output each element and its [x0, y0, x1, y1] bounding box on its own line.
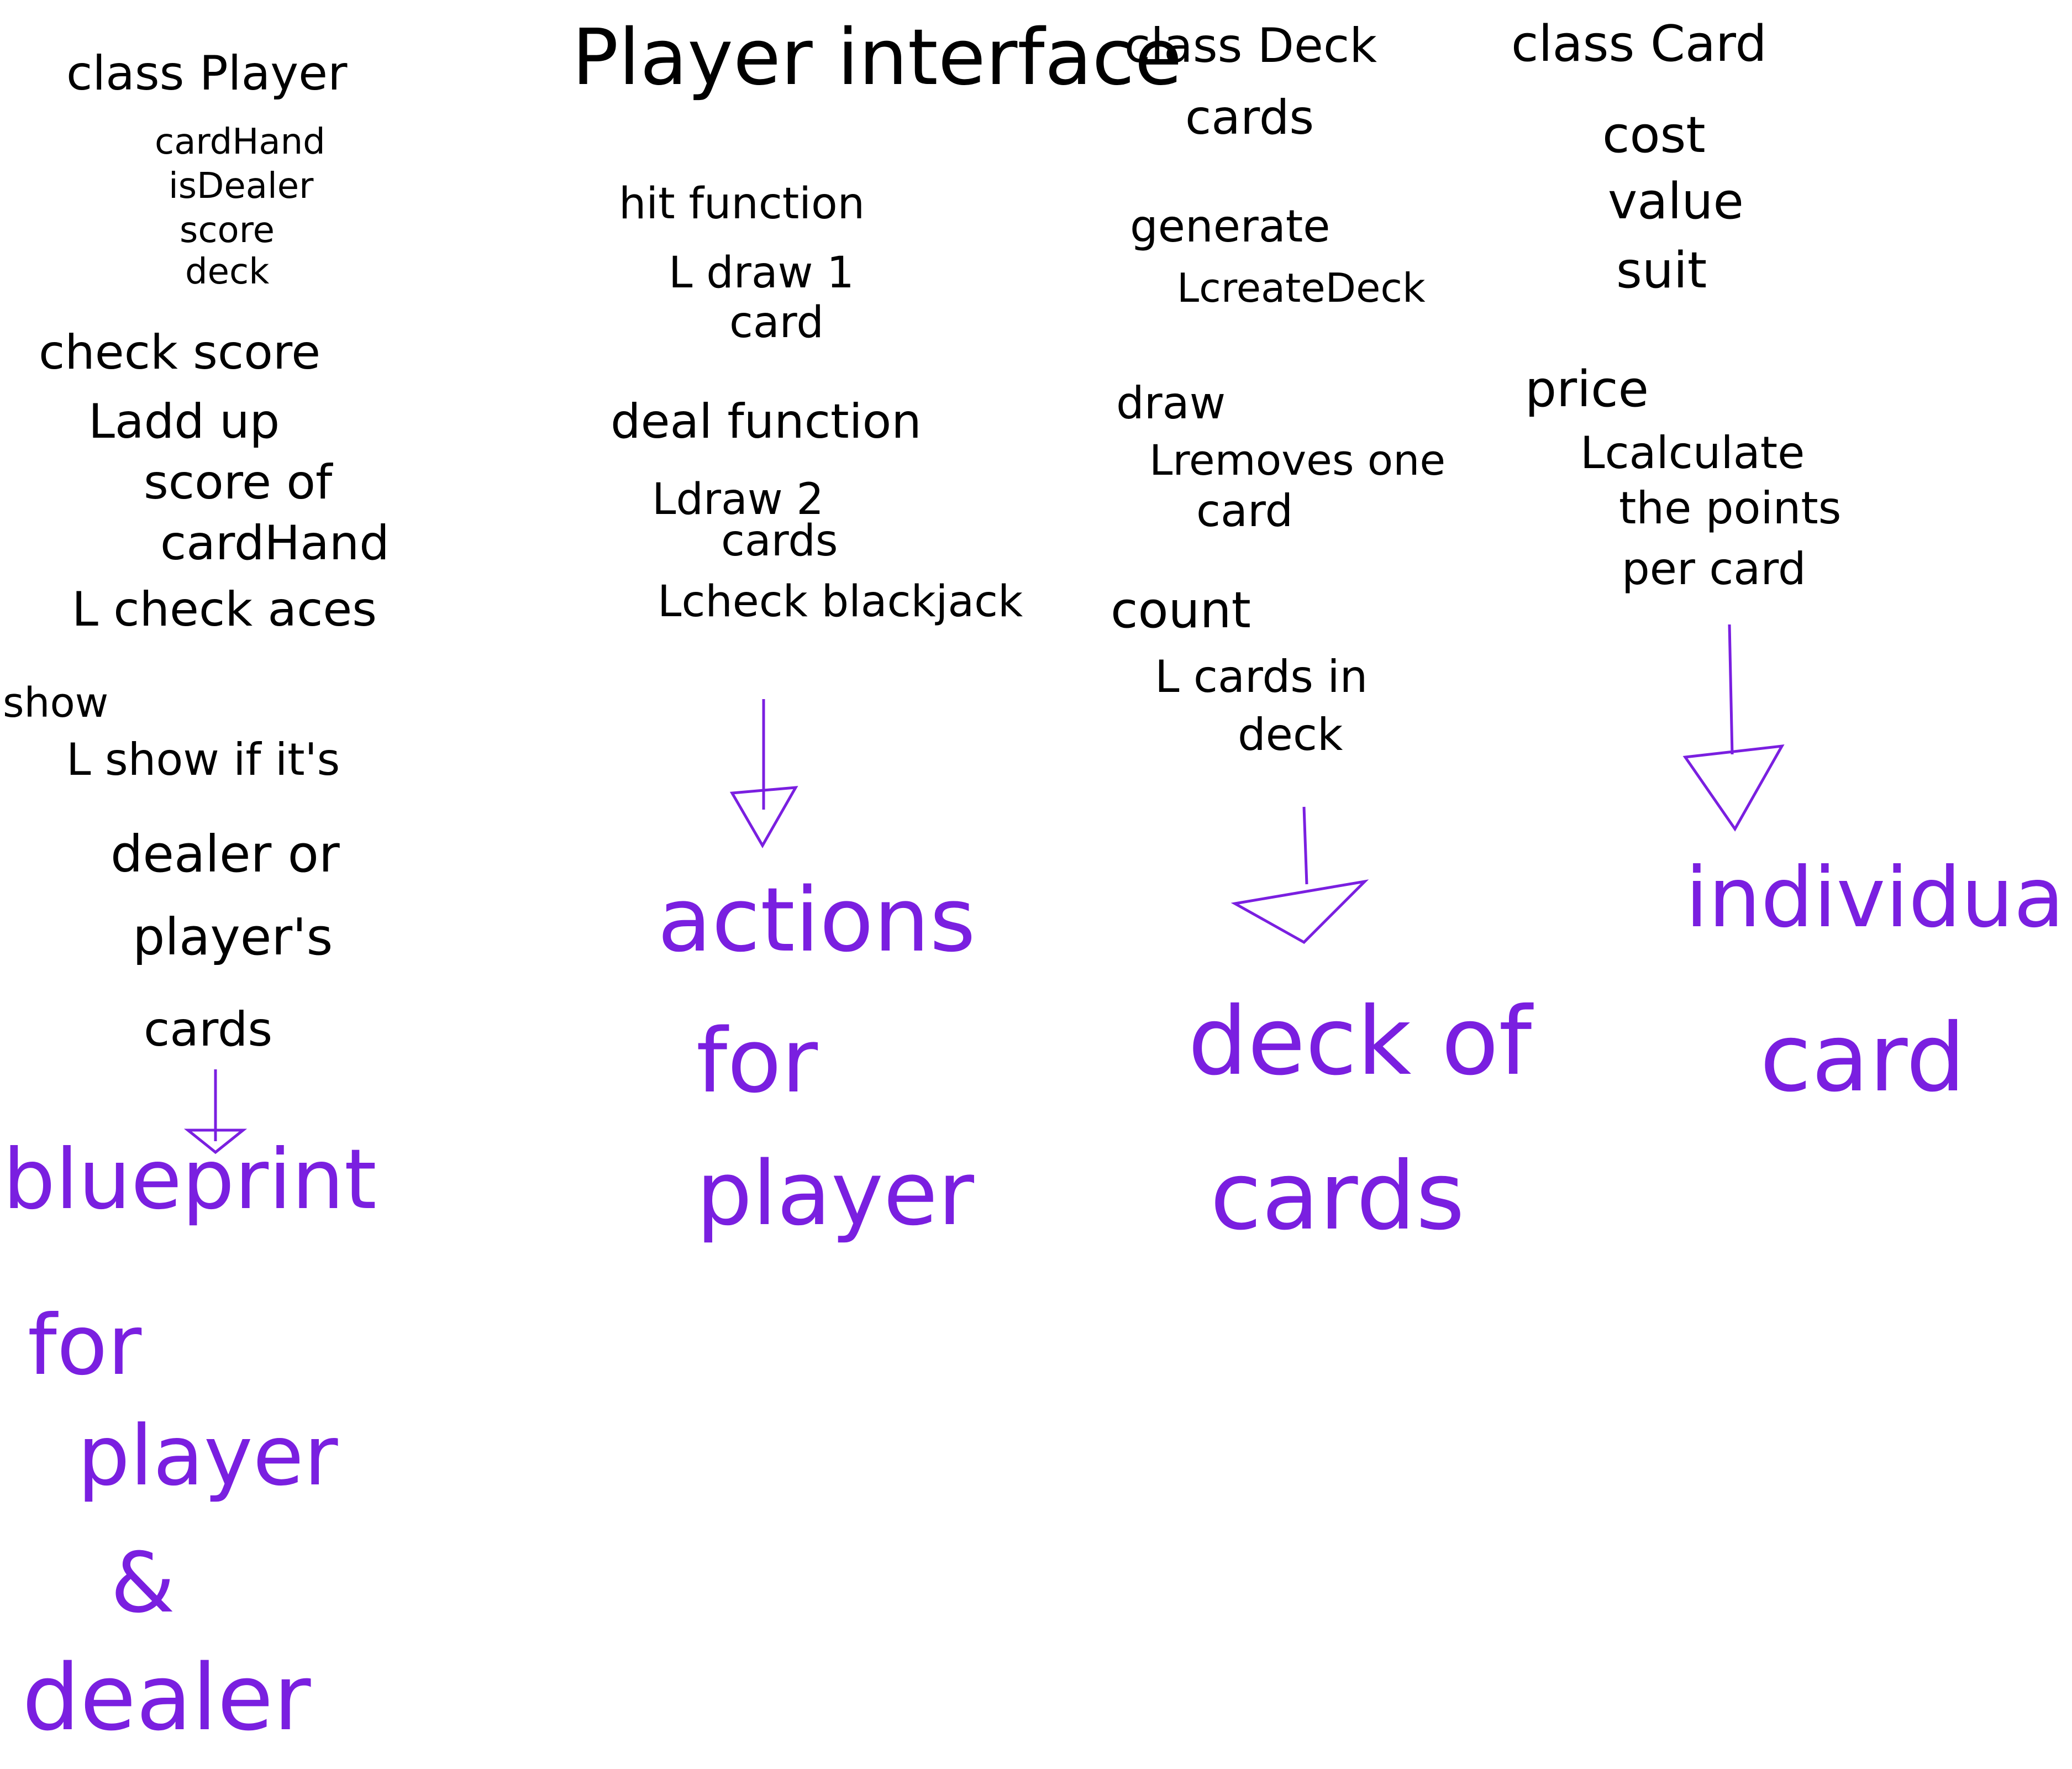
- player-method-check-score: check score: [39, 325, 321, 380]
- player-field-score: score: [180, 210, 275, 251]
- card-price-sub-a: Lcalculate: [1580, 427, 1805, 479]
- deck-count-sub-b: deck: [1238, 709, 1343, 760]
- player-check-sub-cardhand: cardHand: [160, 516, 390, 571]
- card-price-sub-b: the points: [1619, 482, 1842, 534]
- deck-class-title: class Deck: [1124, 18, 1377, 74]
- interface-summary-line1: actions: [658, 868, 976, 972]
- arrow-shaft: [1728, 624, 1734, 755]
- player-summary-line2: for: [28, 1298, 142, 1394]
- card-summary-line2: card: [1760, 1004, 1966, 1113]
- interface-deal-function: deal function: [611, 394, 922, 449]
- player-field-deck: deck: [185, 251, 270, 292]
- arrow-head: [1230, 879, 1369, 944]
- card-summary-arrow: [1682, 624, 1785, 832]
- interface-deal-sub-b: cards: [721, 516, 838, 566]
- deck-field-cards: cards: [1185, 90, 1314, 145]
- player-field-cardhand: cardHand: [155, 122, 325, 162]
- deck-summary-line2: cards: [1210, 1142, 1465, 1251]
- player-method-show: show: [3, 679, 109, 727]
- player-check-sub-score: score of: [144, 455, 333, 510]
- player-summary-arrow: [183, 1069, 248, 1154]
- card-field-value: value: [1608, 172, 1744, 230]
- deck-draw-sub-a: Lremoves one: [1149, 435, 1446, 485]
- card-class-title: class Card: [1511, 15, 1767, 73]
- deck-method-count: count: [1111, 581, 1251, 639]
- interface-deal-sub-c: Lcheck blackjack: [658, 577, 1023, 627]
- card-field-cost: cost: [1602, 106, 1706, 164]
- player-field-isdealer: isDealer: [169, 166, 314, 207]
- interface-title: Player interface: [572, 13, 1182, 103]
- interface-hit-sub-b: card: [729, 298, 824, 348]
- deck-summary-line1: deck of: [1188, 987, 1532, 1096]
- deck-method-generate: generate: [1130, 201, 1331, 252]
- deck-count-sub-a: L cards in: [1155, 651, 1368, 702]
- player-check-sub-aces: L check aces: [72, 582, 377, 637]
- player-show-sub-b: dealer or: [111, 825, 340, 884]
- deck-draw-sub-b: card: [1196, 485, 1293, 537]
- player-summary-line5: dealer: [22, 1645, 311, 1751]
- arrow-head: [729, 786, 798, 849]
- player-class-title: class Player: [66, 46, 348, 101]
- card-method-price: price: [1525, 360, 1649, 418]
- card-summary-line1: individual: [1685, 850, 2072, 946]
- deck-summary-arrow: [1230, 806, 1369, 944]
- deck-method-draw: draw: [1116, 377, 1226, 429]
- interface-summary-line3: player: [696, 1142, 974, 1245]
- player-show-sub-a: L show if it's: [66, 734, 340, 785]
- arrow-head: [1682, 744, 1785, 832]
- player-show-sub-d: cards: [144, 1002, 273, 1057]
- arrow-head: [183, 1128, 248, 1154]
- arrow-shaft: [1302, 806, 1308, 885]
- interface-hit-sub-a: L draw 1: [669, 248, 854, 298]
- interface-summary-line2: for: [696, 1009, 818, 1112]
- player-summary-line3: player: [77, 1408, 338, 1504]
- card-price-sub-c: per card: [1622, 543, 1806, 595]
- player-summary-line4: &: [111, 1535, 175, 1631]
- player-summary-line1: blueprint: [3, 1132, 377, 1228]
- interface-summary-arrow: [729, 699, 798, 849]
- card-field-suit: suit: [1616, 242, 1707, 300]
- player-check-sub-add: Ladd up: [88, 394, 280, 449]
- deck-generate-sub: LcreateDeck: [1177, 265, 1426, 311]
- interface-hit-function: hit function: [619, 179, 865, 229]
- player-show-sub-c: player's: [133, 907, 333, 967]
- interface-deal-sub-a: Ldraw 2: [652, 475, 824, 524]
